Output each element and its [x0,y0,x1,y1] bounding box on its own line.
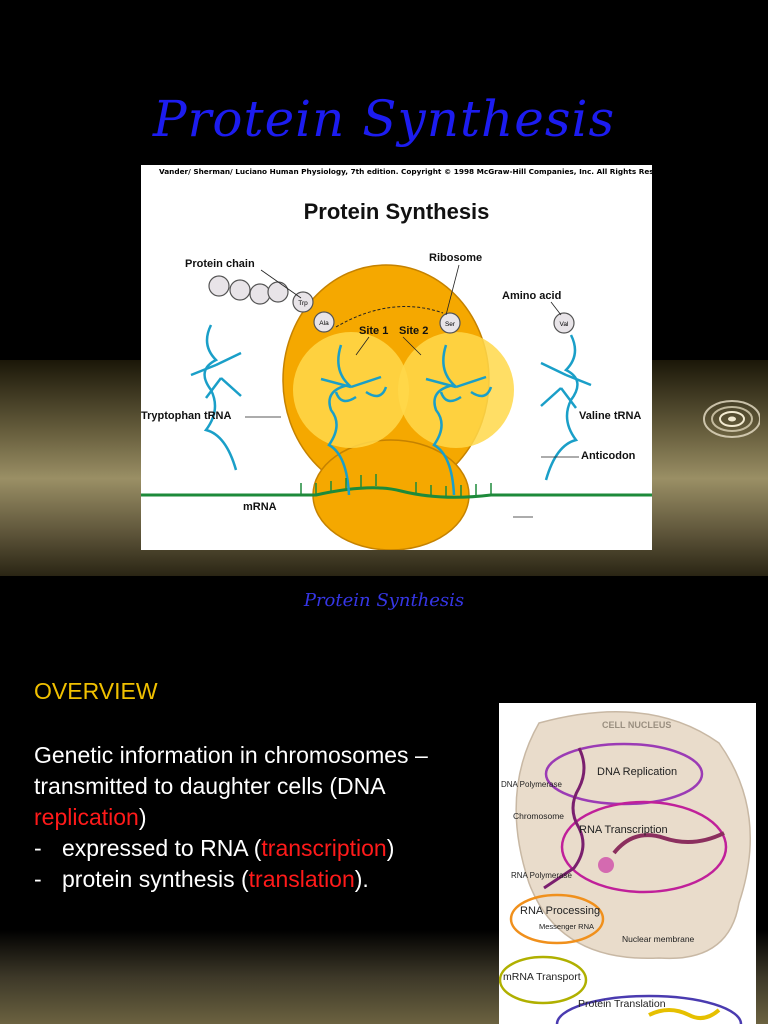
term-transcription: transcription [261,835,387,861]
chromosome-strand [543,747,586,890]
label-mrna: mRNA [243,501,277,513]
figure-credit: Vander/ Sherman/ Luciano Human Physiolog… [159,167,652,176]
label-pointers [245,264,579,518]
bullet1-post: ) [386,835,395,861]
bullet1-pre: expressed to RNA ( [62,835,262,861]
trp-label: Trp [298,300,308,307]
protein-chain-beads [208,275,575,334]
bullet-dash: - [34,835,42,861]
label-site2: Site 2 [399,325,429,337]
label-rna-transcription: RNA Transcription [579,824,668,836]
term-replication: replication [34,804,139,830]
label-dna-polymerase: DNA Polymerase [501,780,562,789]
label-dna-replication: DNA Replication [597,766,678,778]
slide-title: Protein Synthesis [152,90,616,148]
transfer-arrow [335,306,444,328]
label-ribosome: Ribosome [429,252,483,264]
rna-polymerase-blob [598,857,614,873]
mrna-strand [141,486,652,499]
term-translation: translation [248,866,355,892]
protein-strand [648,1008,721,1021]
label-cell-nucleus: CELL NUCLEUS [602,720,672,730]
label-rna-processing: RNA Processing [520,905,601,917]
ala-label: Ala [319,320,329,327]
bullet-transcription: -expressed to RNA (transcription) [34,833,484,864]
protein-synthesis-diagram: Vander/ Sherman/ Luciano Human Physiolog… [141,165,652,550]
protein-translation-ring [555,994,743,1024]
slide-caption: Protein Synthesis [303,590,465,611]
ripple-decoration [703,400,760,438]
label-protein-chain: Protein chain [185,258,255,270]
slide-protein-synthesis: Protein Synthesis Vander/ Sherman/ Lucia… [0,90,768,576]
rna-transcription-ring [560,800,728,894]
label-amino-acid: Amino acid [502,290,562,302]
label-mrna-transport: mRNA Transport [503,971,581,983]
val-label: Val [560,321,569,328]
label-protein-translation: Protein Translation [578,998,666,1010]
cell-nucleus-diagram: CELL NUCLEUS DNA Replication DNA Polymer… [499,703,756,1024]
transcription-dna [612,831,725,855]
label-rna-polymerase: RNA Polymerase [511,871,572,880]
close-paren: ) [138,804,147,830]
codon-stubs [300,474,492,498]
trna-shapes [190,324,592,496]
label-site1: Site 1 [359,325,389,337]
rna-processing-ring [509,893,605,945]
label-nuclear-membrane: Nuclear membrane [622,934,695,944]
ser-label: Ser [445,321,456,328]
site1-circle [293,332,409,448]
bullet2-pre: protein synthesis ( [62,866,249,892]
overview-body: Genetic information in chromosomes – tra… [34,740,484,895]
body-line-3: replication) [34,802,484,833]
figure-title: Protein Synthesis [303,199,490,224]
bullet2-post: ). [354,866,369,892]
label-chromosome: Chromosome [513,811,565,821]
site2-circle [398,332,514,448]
slide-overview: OVERVIEW Genetic information in chromoso… [0,640,768,1024]
bullet-dash: - [34,866,42,892]
overview-heading: OVERVIEW [34,678,158,704]
label-anticodon: Anticodon [581,450,636,462]
mrna-transport-ring [499,955,588,1005]
label-valine-trna: Valine tRNA [579,410,642,422]
label-messenger-rna: Messenger RNA [539,922,595,931]
body-line-2: transmitted to daughter cells (DNA [34,773,386,799]
body-line-1: Genetic information in chromosomes – [34,742,428,768]
bullet-translation: -protein synthesis (translation). [34,864,484,895]
nucleus-illustration [499,711,751,1024]
label-tryptophan-trna: Tryptophan tRNA [141,410,232,422]
ribosome-illustration: Trp Ala Ser Val [141,264,652,550]
